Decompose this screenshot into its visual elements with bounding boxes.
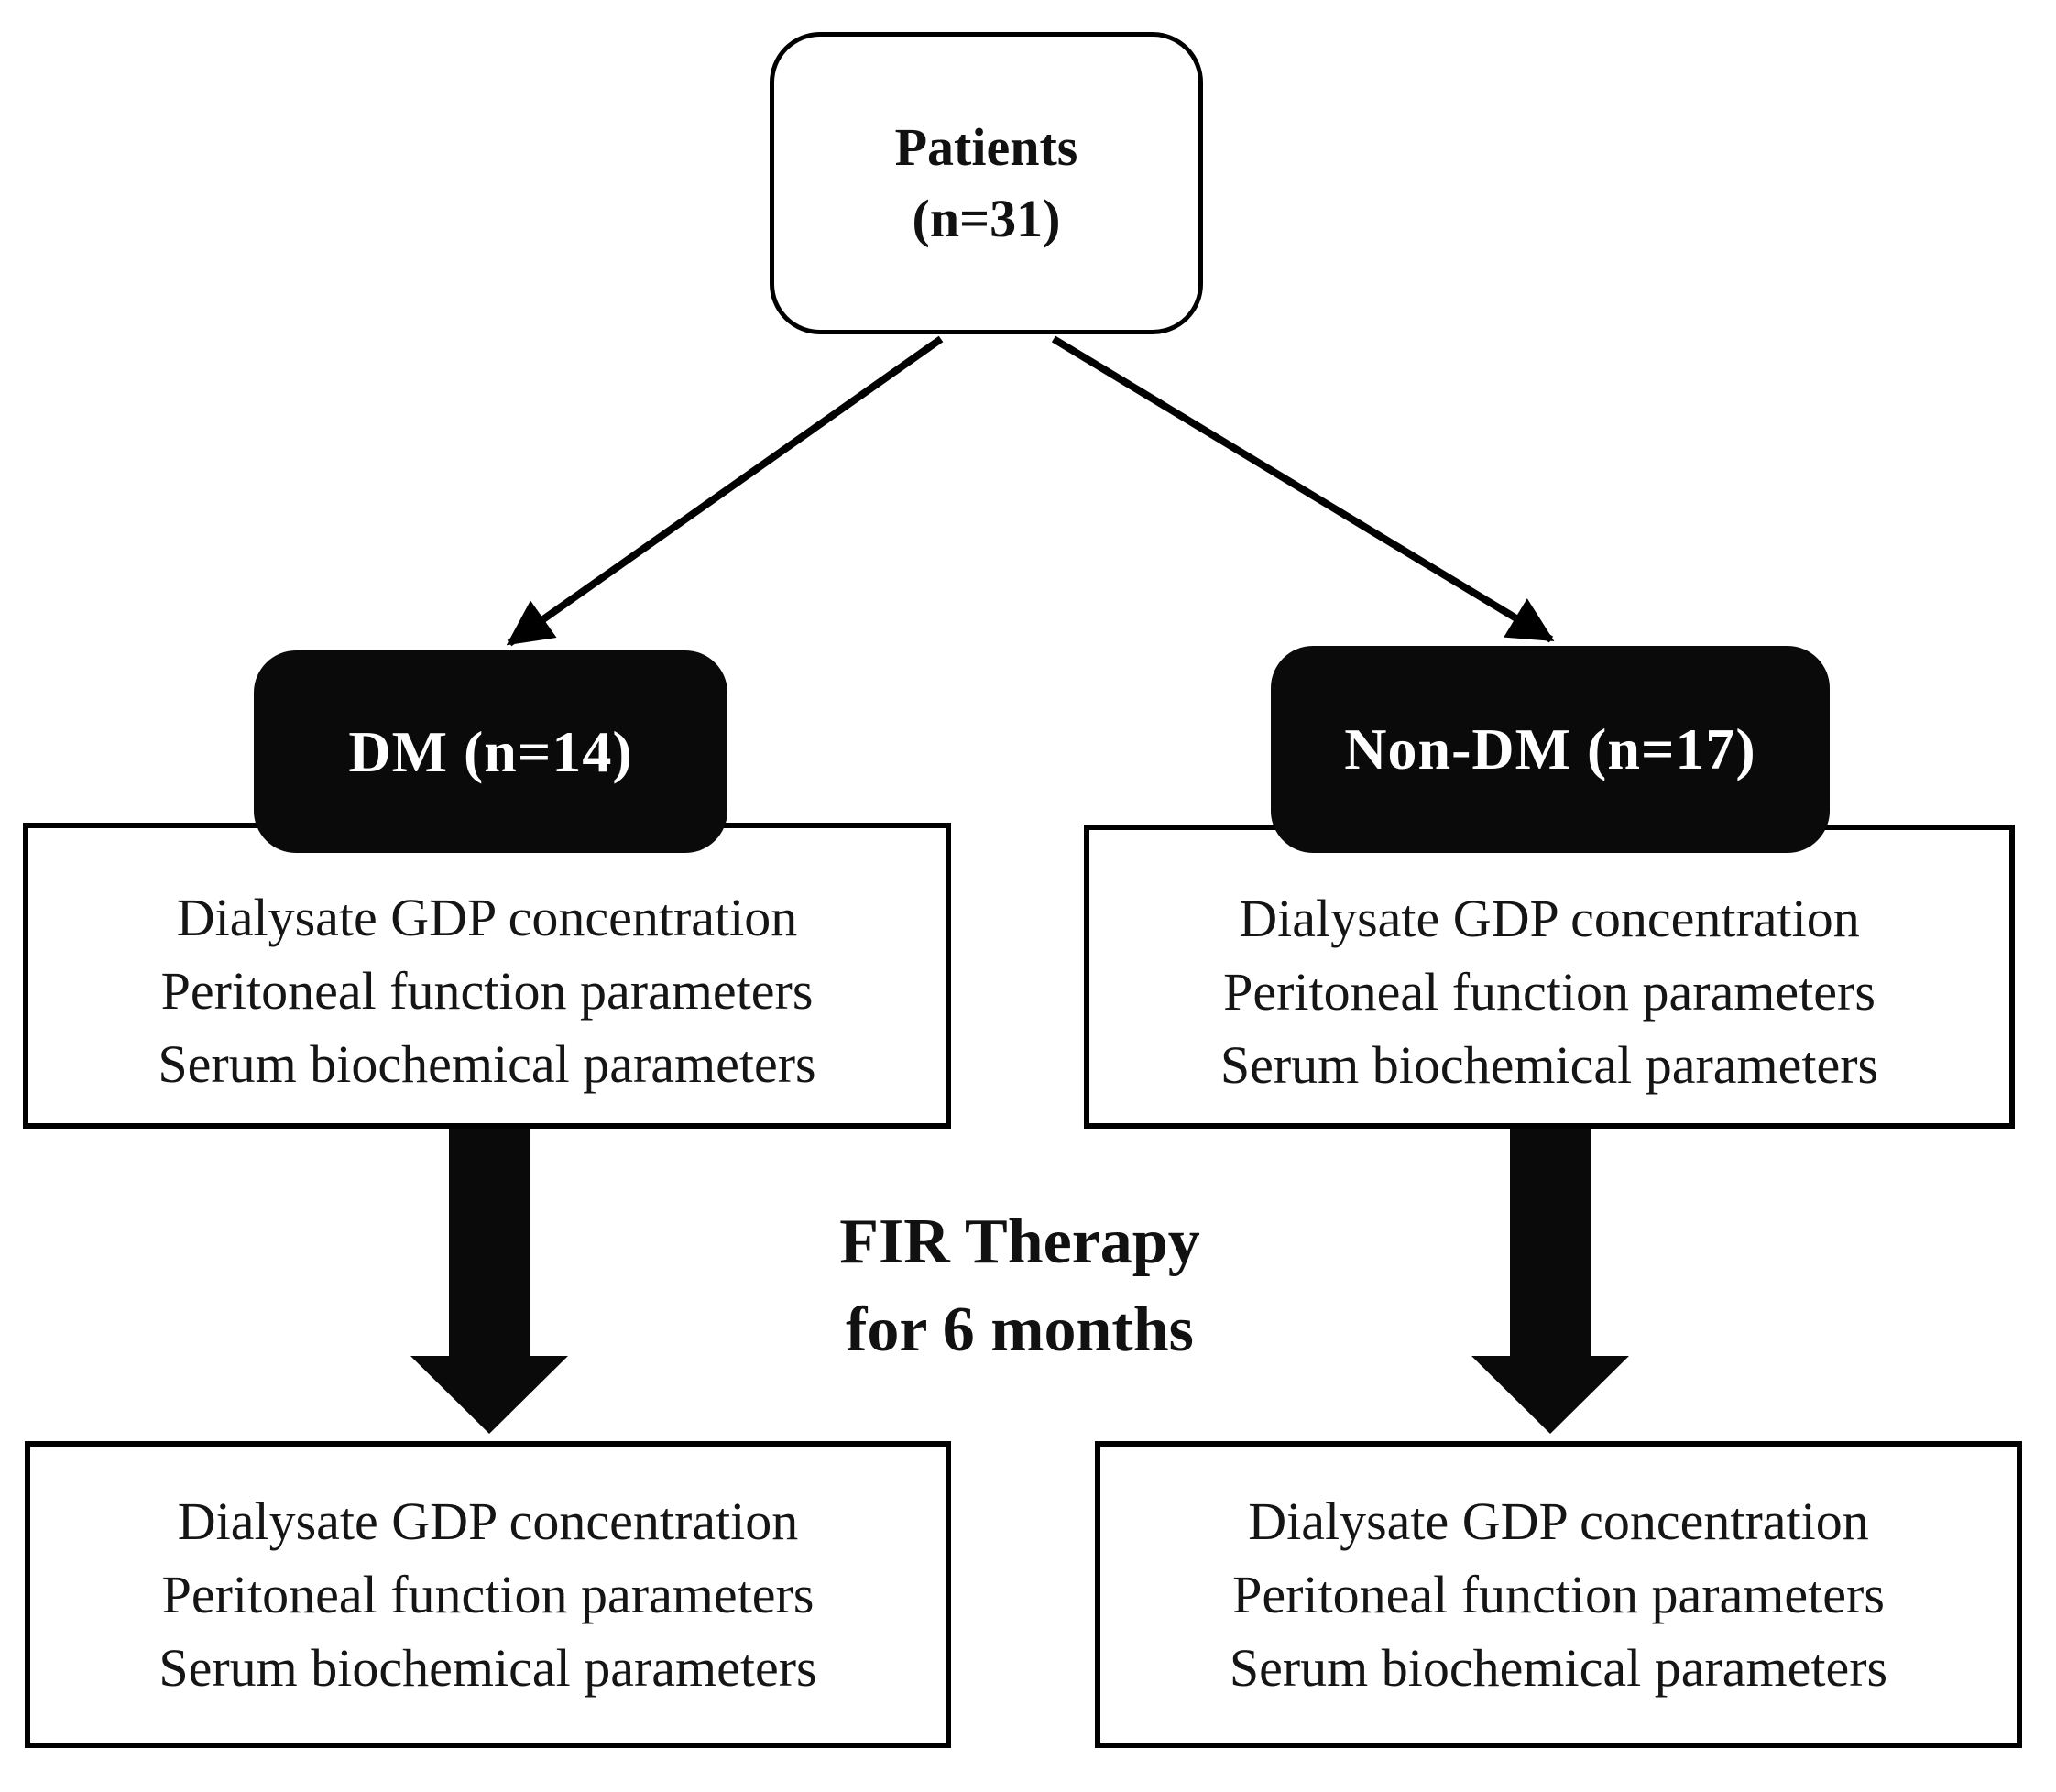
dm-followup-panel: Dialysate GDP concentration Peritoneal f… <box>25 1441 951 1748</box>
non-dm-group-label: Non-DM (n=17) <box>1344 716 1756 781</box>
thick-down-arrow-nondm-icon <box>1471 1129 1629 1434</box>
parameter-line: Dialysate GDP concentration <box>176 888 798 947</box>
patients-node: Patients (n=31) <box>770 32 1203 334</box>
arrow-patients-to-dm-icon <box>506 335 944 647</box>
dm-group-node: DM (n=14) <box>254 650 727 853</box>
arrow-patients-to-nondm-icon <box>1051 335 1555 643</box>
parameter-line: Serum biochemical parameters <box>158 1034 816 1094</box>
non-dm-group-node: Non-DM (n=17) <box>1271 646 1830 853</box>
parameter-line: Dialysate GDP concentration <box>1239 889 1860 948</box>
therapy-caption-line1: FIR Therapy <box>839 1207 1200 1277</box>
non-dm-baseline-panel: Dialysate GDP concentration Peritoneal f… <box>1084 825 2015 1129</box>
parameter-line: Peritoneal function parameters <box>161 1564 815 1624</box>
non-dm-followup-panel: Dialysate GDP concentration Peritoneal f… <box>1095 1441 2022 1748</box>
parameter-line: Dialysate GDP concentration <box>1248 1491 1869 1551</box>
therapy-caption: FIR Therapy for 6 months <box>745 1198 1295 1374</box>
dm-group-label: DM (n=14) <box>348 718 633 784</box>
parameter-line: Serum biochemical parameters <box>1229 1637 1888 1698</box>
parameter-line: Peritoneal function parameters <box>1223 962 1876 1022</box>
parameter-line: Peritoneal function parameters <box>160 961 814 1021</box>
thick-down-arrow-dm-icon <box>410 1129 568 1434</box>
parameter-line: Peritoneal function parameters <box>1232 1564 1885 1624</box>
parameter-line: Dialysate GDP concentration <box>177 1491 799 1551</box>
dm-baseline-panel: Dialysate GDP concentration Peritoneal f… <box>23 823 951 1129</box>
parameter-line: Serum biochemical parameters <box>159 1637 817 1698</box>
patients-node-title: Patients <box>894 117 1078 177</box>
therapy-caption-line2: for 6 months <box>846 1295 1194 1365</box>
patients-node-count: (n=31) <box>912 189 1061 248</box>
parameter-line: Serum biochemical parameters <box>1219 1035 1879 1095</box>
